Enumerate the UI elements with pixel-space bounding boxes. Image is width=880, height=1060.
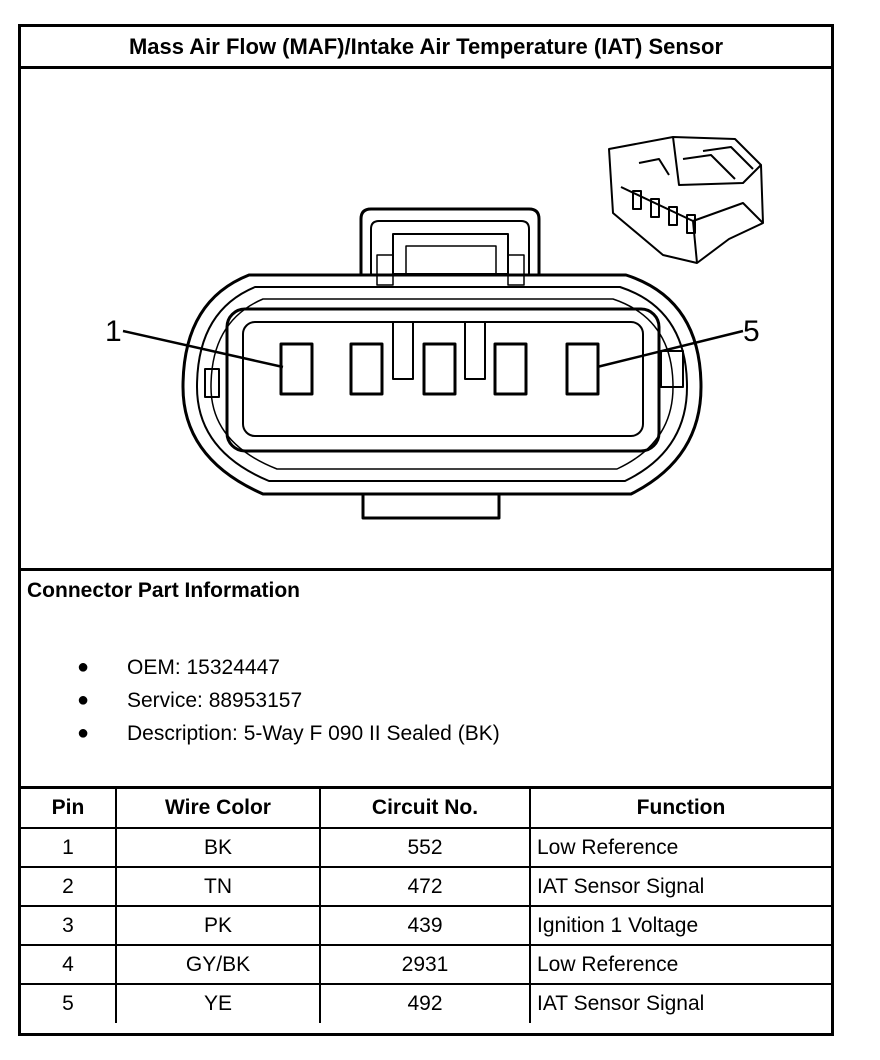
table-row: 2 TN 472 IAT Sensor Signal [21,866,831,907]
cell-circuit-no: 492 [319,983,531,1023]
page-title: Mass Air Flow (MAF)/Intake Air Temperatu… [21,27,831,69]
connector-iso-thumbnail [608,136,764,264]
cell-function: Low Reference [529,944,831,985]
table-row: 5 YE 492 IAT Sensor Signal [21,983,831,1023]
pin-cavity-1 [279,342,314,396]
cell-pin: 1 [21,827,117,868]
cell-pin: 5 [21,983,117,1023]
oem-number: OEM: 15324447 [127,656,280,679]
cell-circuit-no: 439 [319,905,531,946]
connector-face-drawing: 1 5 [105,136,764,520]
connector-sheet: Mass Air Flow (MAF)/Intake Air Temperatu… [18,24,834,1036]
cell-pin: 4 [21,944,117,985]
pin-cavity-3 [422,342,457,396]
table-header-row: Pin Wire Color Circuit No. Function [21,789,831,829]
cell-function: IAT Sensor Signal [529,866,831,907]
header-circuit-no: Circuit No. [319,789,531,829]
bullet-icon: ● [77,656,90,678]
cell-wire-color: YE [115,983,321,1023]
table-row: 3 PK 439 Ignition 1 Voltage [21,905,831,946]
header-function: Function [529,789,831,829]
cell-pin: 3 [21,905,117,946]
table-row: 4 GY/BK 2931 Low Reference [21,944,831,985]
pin-1-label: 1 [105,315,122,348]
pin-1-leader [122,329,284,369]
cell-wire-color: BK [115,827,321,868]
cell-circuit-no: 552 [319,827,531,868]
cell-function: Ignition 1 Voltage [529,905,831,946]
list-item: ● OEM: 15324447 [75,651,500,684]
pin-cavity-2 [349,342,384,396]
table-row: 1 BK 552 Low Reference [21,827,831,868]
pin-5-label: 5 [743,315,760,348]
connector-description: Description: 5-Way F 090 II Sealed (BK) [127,722,500,745]
cell-pin: 2 [21,866,117,907]
connector-diagram: 1 5 [21,69,831,571]
pin-cavity-4 [493,342,528,396]
cell-function: IAT Sensor Signal [529,983,831,1023]
bullet-icon: ● [77,689,90,711]
connector-info-heading: Connector Part Information [27,579,301,602]
cell-wire-color: PK [115,905,321,946]
pin-cavity-5 [565,342,600,396]
cell-circuit-no: 472 [319,866,531,907]
cell-wire-color: GY/BK [115,944,321,985]
service-number: Service: 88953157 [127,689,303,712]
list-item: ● Service: 88953157 [75,684,500,717]
pin-5-leader [596,329,744,369]
connector-info-list: ● OEM: 15324447 ● Service: 88953157 ● Descr… [75,651,500,750]
bullet-icon: ● [77,722,90,744]
connector-part-info: Connector Part Information ● OEM: 1532444… [21,571,831,789]
pinout-table: Pin Wire Color Circuit No. Function 1 BK… [21,789,831,1023]
cell-function: Low Reference [529,827,831,868]
header-wire-color: Wire Color [115,789,321,829]
list-item: ● Description: 5-Way F 090 II Sealed (BK) [75,717,500,750]
cell-circuit-no: 2931 [319,944,531,985]
header-pin: Pin [21,789,117,829]
cell-wire-color: TN [115,866,321,907]
